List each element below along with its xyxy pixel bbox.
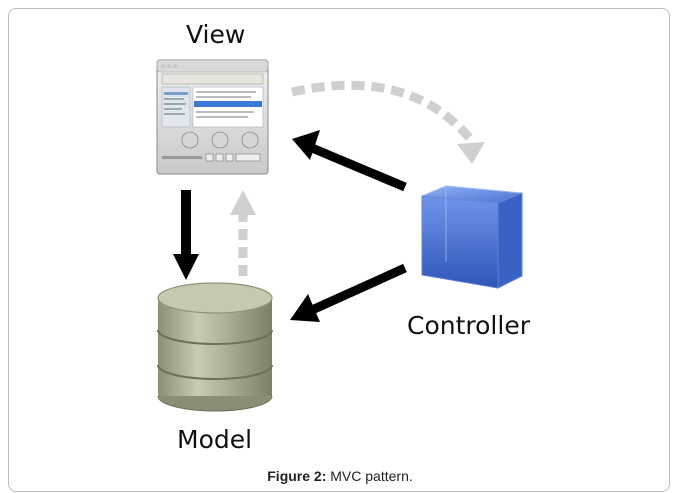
arrow-controller-to-model (290, 263, 407, 322)
dashed-arrow-model-to-view (230, 190, 256, 276)
arrow-controller-to-view (292, 130, 407, 192)
caption-prefix: Figure 2: (267, 468, 327, 484)
app-window-icon (156, 59, 269, 175)
arrow-view-to-model (173, 190, 199, 280)
model-label: Model (177, 425, 253, 454)
database-icon (157, 282, 273, 412)
view-label: View (186, 20, 246, 49)
dashed-arrow-view-to-controller (291, 80, 485, 164)
mvc-diagram (156, 59, 523, 412)
cube-icon (421, 185, 523, 289)
controller-label: Controller (407, 311, 530, 340)
figure-frame (8, 8, 670, 492)
figure-caption: Figure 2: MVC pattern. (0, 468, 680, 484)
caption-text: MVC pattern. (326, 468, 413, 484)
